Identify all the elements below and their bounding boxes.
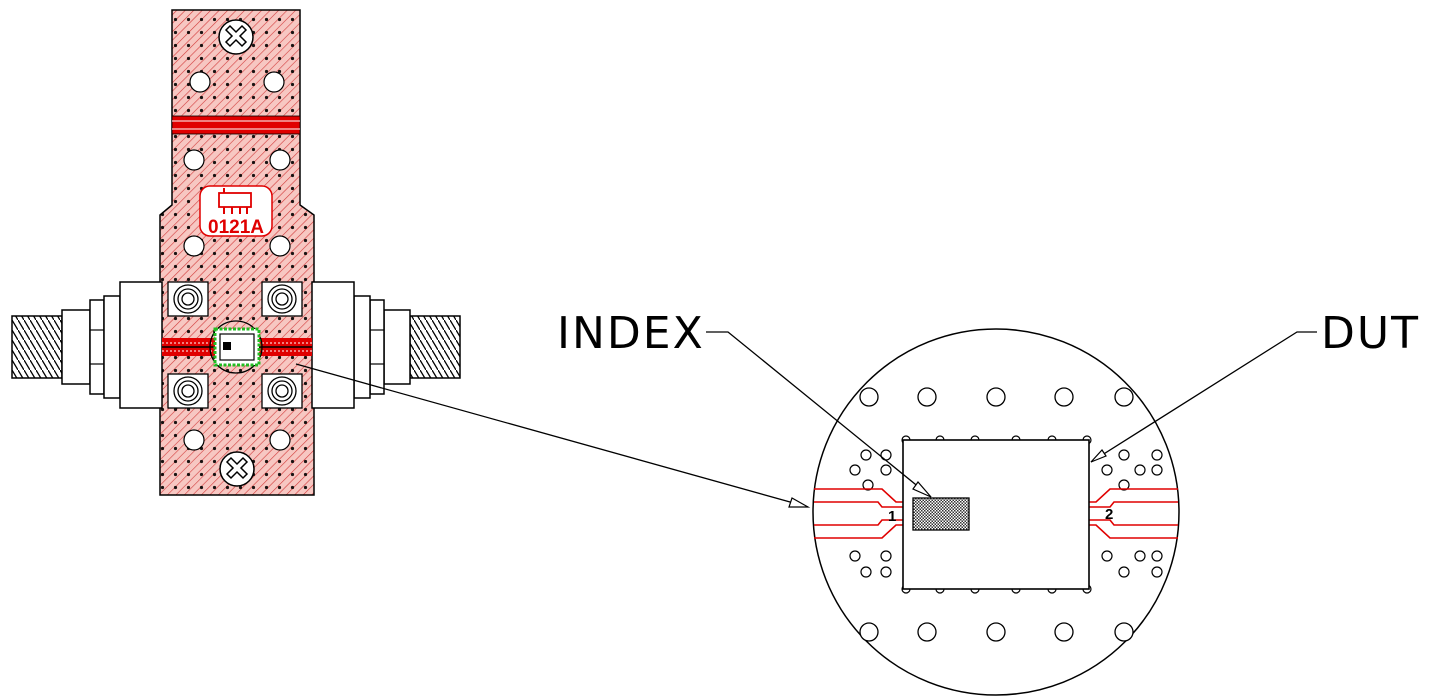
- dut-callout: DUT: [1090, 308, 1420, 463]
- fixture-board: 0121A: [11, 9, 461, 496]
- detail-holes: [859, 387, 1134, 642]
- pin-2-label: 2: [1105, 506, 1113, 523]
- index-mark: [912, 497, 970, 531]
- magnified-detail: 1 2: [812, 328, 1180, 696]
- board-holes: [183, 71, 291, 451]
- dut-callout-text: DUT: [1321, 308, 1420, 359]
- pin-1-label: 1: [888, 508, 896, 525]
- clamp-block-right: [311, 281, 355, 409]
- mounting-screw-bottom: [219, 451, 255, 487]
- clamp-screws: [167, 281, 303, 409]
- clamp-block-left: [119, 281, 163, 409]
- ground-strip: [171, 115, 301, 135]
- index-callout-text: INDEX: [557, 308, 705, 359]
- mounting-screw-top: [218, 19, 254, 55]
- magnification-leader: [295, 363, 811, 508]
- dut-on-board: [209, 320, 263, 374]
- part-number-text: 0121A: [208, 217, 264, 238]
- part-label: 0121A: [199, 185, 273, 238]
- index-callout: INDEX: [557, 308, 932, 498]
- detail-traces: [814, 488, 1178, 539]
- sma-connector-left: [11, 295, 121, 399]
- sma-connector-right: [353, 295, 461, 399]
